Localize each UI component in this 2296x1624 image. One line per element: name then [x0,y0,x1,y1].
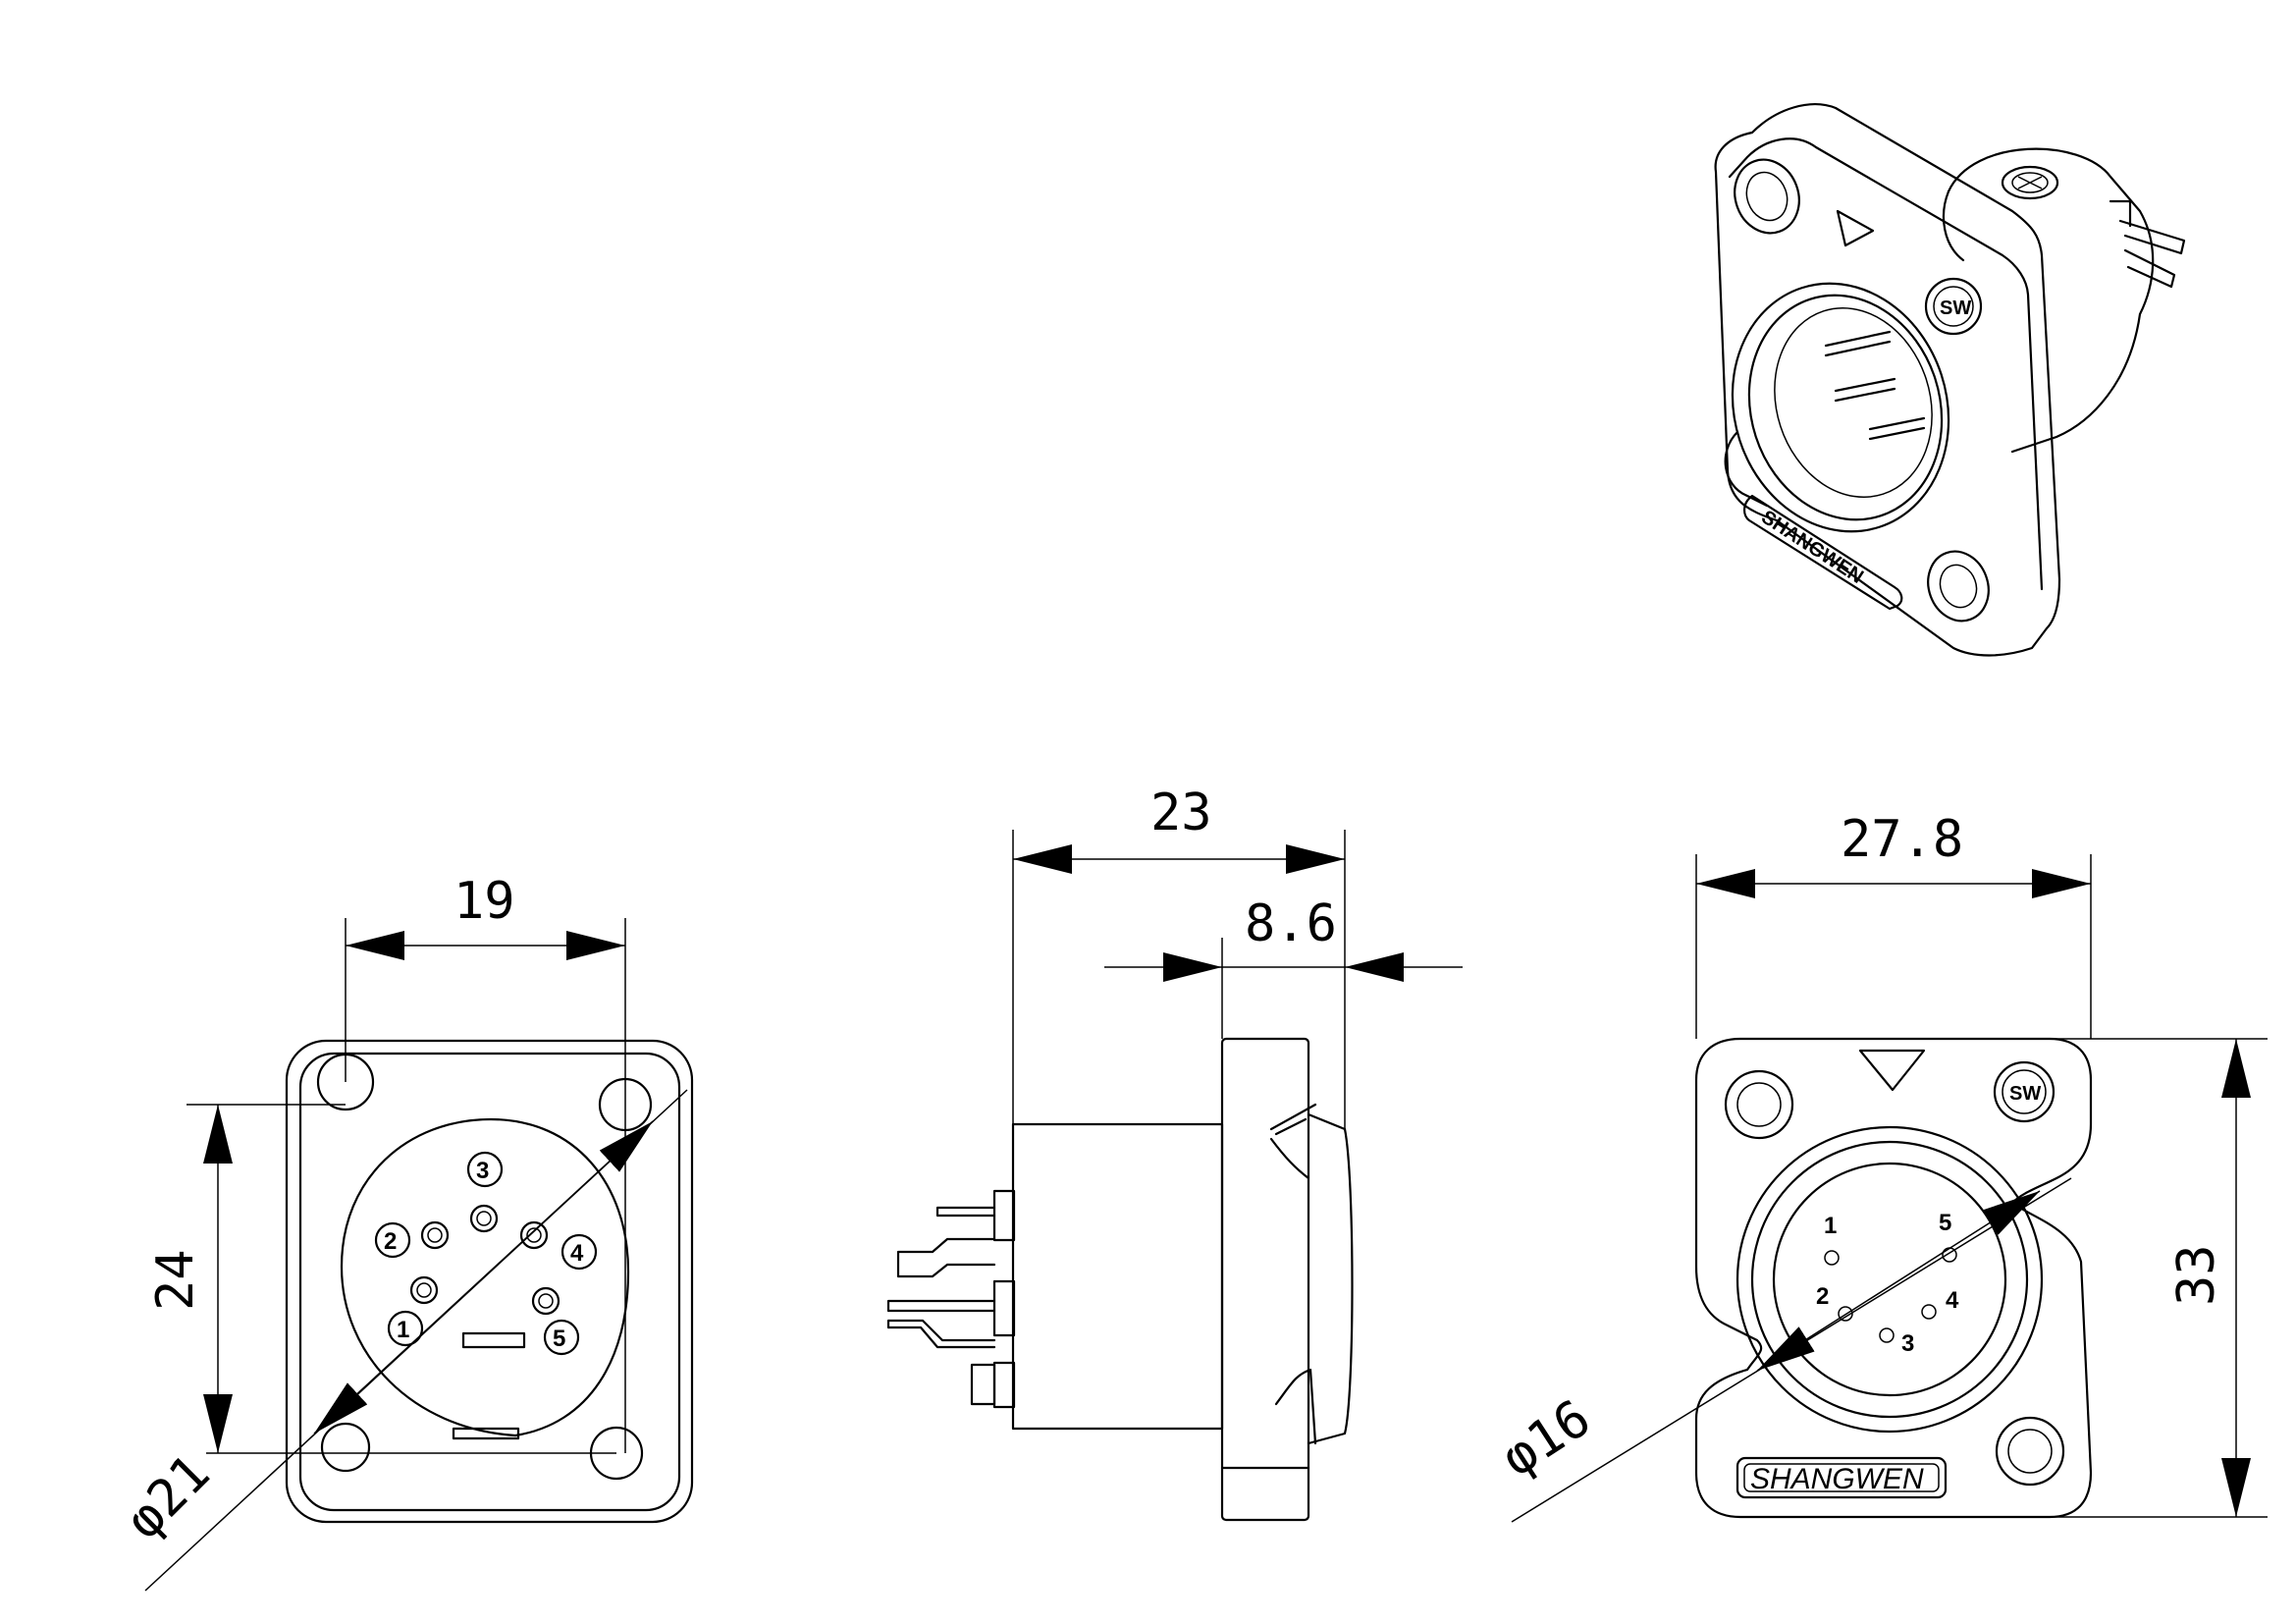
dim-side-flange: 8.6 [1245,894,1337,953]
dim-front-height: 33 [2167,1244,2226,1306]
dim-front-diameter: φ16 [1491,1388,1600,1488]
dim-rear-height: 24 [146,1249,205,1311]
front-pin-3-label: 3 [1901,1330,1914,1357]
dim-front-width: 27.8 [1841,810,1963,869]
dim-side-length: 23 [1150,784,1212,842]
front-pin-5-label: 5 [1939,1210,1951,1236]
rear-pin-2-label: 2 [384,1228,397,1255]
iso-logo-text: SW [1940,298,1971,319]
iso-logo-icon [1924,277,1983,336]
rear-pin-4-label: 4 [570,1240,584,1267]
side-view: 23 8.6 [886,784,1463,1522]
rear-pin-3-label: 3 [476,1158,489,1184]
rear-pin-5-label: 5 [553,1326,565,1352]
front-view: SW 1 2 3 4 5 SHANGWEN 27.8 33 φ16 [1491,810,2268,1523]
front-pin-4-label: 4 [1946,1287,1959,1314]
isometric-view: SW SHANGWEN [1714,103,2186,657]
dim-rear-width: 19 [454,872,515,931]
front-pin-2-label: 2 [1816,1283,1829,1310]
front-logo-text: SW [2009,1083,2041,1105]
front-logo-icon [1993,1060,2056,1123]
rear-pin-1-label: 1 [397,1317,409,1343]
front-brand-label: SHANGWEN [1750,1463,1924,1495]
front-pin-1-label: 1 [1824,1213,1837,1239]
rear-view: 1 2 3 4 5 19 24 φ21 [115,872,694,1592]
